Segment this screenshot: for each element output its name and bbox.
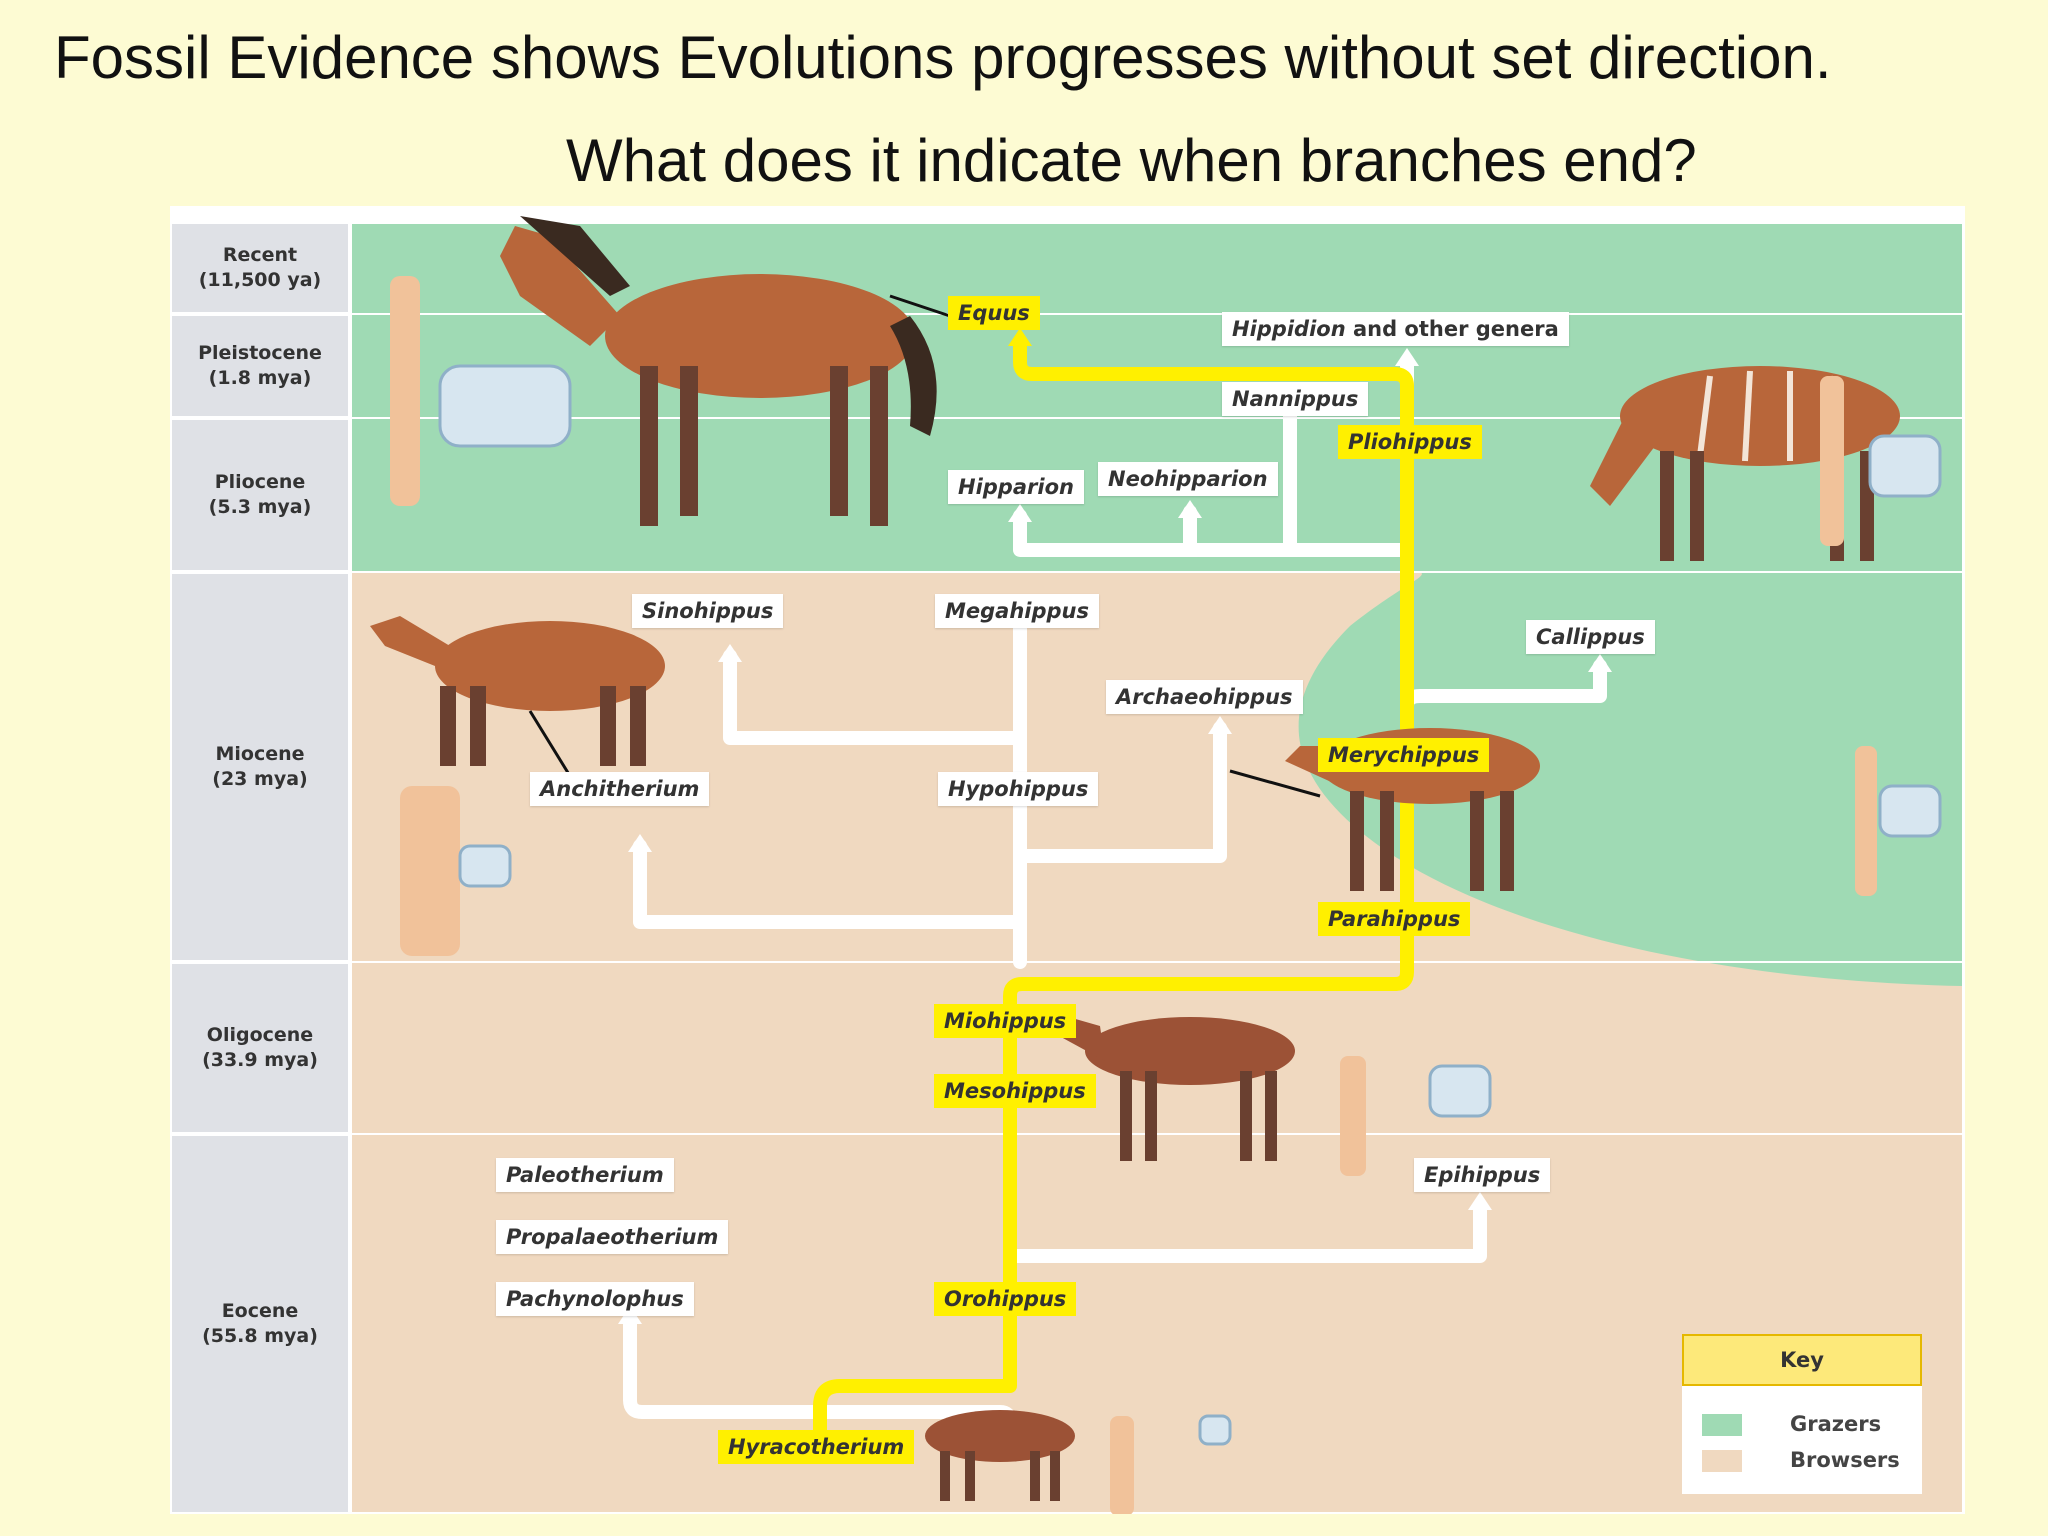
genus-nannippus: Nannippus [1222,382,1369,416]
legend-item-browsers: Browsers [1702,1448,1900,1472]
era-age: (33.9 mya) [202,1049,318,1071]
era-recent: Recent (11,500 ya) [172,224,348,312]
tooth-illustrations [438,364,1942,1446]
main-lineage-line [813,334,1414,1451]
genus-equus: Equus [948,296,1040,330]
browsers-swatch [1702,1450,1742,1472]
hyracotherium-illustration [925,1410,1075,1501]
genus-paleotherium: Paleotherium [496,1158,674,1192]
era-age: (23 mya) [212,768,308,790]
era-name: Pleistocene [198,342,322,364]
genus-sinohippus: Sinohippus [632,594,784,628]
genus-hyracotherium: Hyracotherium [718,1430,915,1464]
genus-merychippus: Merychippus [1318,738,1490,772]
era-name: Eocene [221,1300,299,1322]
grazers-swatch [1702,1414,1742,1436]
legend-label: Grazers [1790,1412,1882,1436]
legend-item-grazers: Grazers [1702,1412,1881,1436]
slide-question: What does it indicate when branches end? [566,127,1697,194]
phylogeny-graphic [352,216,1962,1514]
era-age: (11,500 ya) [198,269,322,291]
genus-anchitherium: Anchitherium [530,772,710,806]
genus-hipparion: Hipparion [948,470,1084,504]
genus-hypohippus: Hypohippus [938,772,1099,806]
genus-callippus: Callippus [1526,620,1655,654]
era-eocene: Eocene (55.8 mya) [172,1136,348,1512]
era-age: (1.8 mya) [208,367,312,389]
era-name: Recent [222,244,298,266]
genus-mesohippus: Mesohippus [934,1074,1096,1108]
genus-pachynolophus: Pachynolophus [496,1282,694,1316]
genus-megahippus: Megahippus [935,594,1100,628]
genus-archaeohippus: Archaeohippus [1106,680,1303,714]
era-name: Miocene [215,743,305,765]
era-miocene: Miocene (23 mya) [172,574,348,960]
legend-title: Key [1682,1334,1922,1386]
genus-parahippus: Parahippus [1318,902,1471,936]
genus-neohipparion: Neohipparion [1098,462,1278,496]
genus-miohippus: Miohippus [934,1004,1077,1038]
legend-label: Browsers [1790,1448,1900,1472]
era-name: Pliocene [214,471,306,493]
horse-evolution-diagram: Recent (11,500 ya) Pleistocene (1.8 mya)… [170,206,1965,1514]
equus-horse-illustration [500,216,951,526]
genus-pliohippus: Pliohippus [1338,425,1482,459]
legend-key: Key Grazers Browsers [1682,1334,1922,1494]
era-pliocene: Pliocene (5.3 mya) [172,420,348,570]
grazers-region-miocene [352,572,1962,986]
mesohippus-horse-illustration [1050,1016,1295,1161]
genus-hippidion: Hippidion and other genera [1222,312,1569,346]
genus-hippidion-name: Hippidion [1232,317,1346,341]
era-age: (5.3 mya) [208,496,312,518]
genus-orohippus: Orohippus [934,1282,1077,1316]
era-oligocene: Oligocene (33.9 mya) [172,964,348,1132]
anchitherium-horse-illustration [370,616,665,777]
genus-hippidion-suffix: and other genera [1345,317,1559,341]
genus-propalaeotherium: Propalaeotherium [496,1220,729,1254]
era-age: (55.8 mya) [202,1325,318,1347]
era-name: Oligocene [206,1024,314,1046]
equus-arrowhead [1008,328,1032,346]
genus-epihippus: Epihippus [1414,1158,1551,1192]
era-pleistocene: Pleistocene (1.8 mya) [172,316,348,416]
bone-illustrations [390,276,1877,1514]
slide-title: Fossil Evidence shows Evolutions progres… [54,24,1832,91]
